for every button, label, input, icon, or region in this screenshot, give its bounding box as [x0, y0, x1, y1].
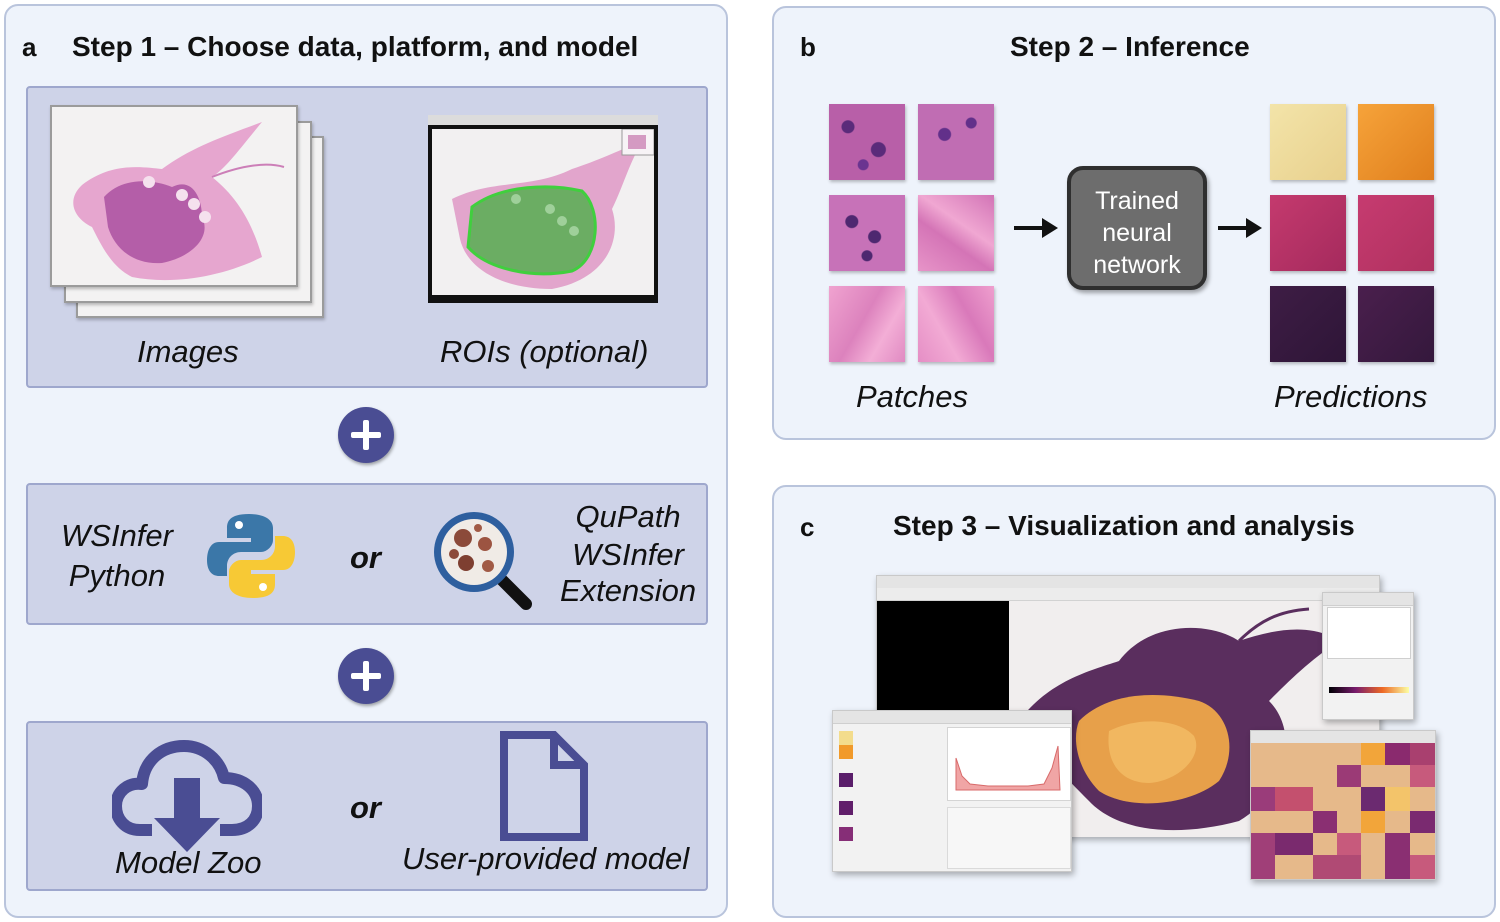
- input-patch: [918, 195, 994, 271]
- viewer-toolbar: [877, 588, 1379, 601]
- thumbnail-swatch: [839, 731, 853, 745]
- prediction-patch: [1270, 195, 1346, 271]
- input-patch: [918, 286, 994, 362]
- model-zoo-label: Model Zoo: [115, 845, 262, 880]
- arrow-to-network: [1014, 218, 1058, 238]
- input-patch: [829, 195, 905, 271]
- model-subpanel: [26, 721, 708, 891]
- plus-icon-2: [338, 648, 394, 704]
- prediction-patch: [1270, 104, 1346, 180]
- prediction-patch: [1358, 286, 1434, 362]
- panel-a-letter: a: [22, 32, 37, 62]
- thumbnail-swatch: [839, 773, 853, 787]
- thumbnail-swatch: [839, 827, 853, 841]
- histogram-bars: [955, 745, 1061, 791]
- panel-c-title: Step 3 – Visualization and analysis: [893, 510, 1355, 541]
- input-patch: [829, 286, 905, 362]
- wsinfer-python-label: WSInfer Python: [61, 518, 173, 593]
- or-label-model: or: [350, 790, 381, 825]
- input-patch: [829, 104, 905, 180]
- roi-annotated-tissue: [452, 128, 655, 289]
- qupath-logo-icon: [434, 512, 532, 610]
- thumbnail-swatch: [839, 745, 853, 759]
- predictions-label: Predictions: [1274, 379, 1428, 414]
- roi-screenshot: [428, 115, 658, 303]
- panel-a-title: Step 1 – Choose data, platform, and mode…: [72, 31, 639, 62]
- prediction-tile-grid: [1251, 743, 1435, 879]
- trained-network-box: Trained neural network: [1067, 166, 1207, 290]
- panel-b-title: Step 2 – Inference: [1010, 31, 1250, 62]
- measurement-list: [1327, 607, 1411, 659]
- results-titlebar: [833, 711, 1071, 724]
- qupath-line-3: Extension: [560, 573, 697, 608]
- histogram-options: [947, 807, 1071, 869]
- panel-b-letter: b: [800, 32, 816, 62]
- panel-c-letter: c: [800, 512, 815, 542]
- colormap-bar: [1329, 687, 1409, 693]
- thumbnail-swatch: [839, 801, 853, 815]
- results-table-window: [832, 710, 1072, 872]
- tile-map-window: [1250, 730, 1436, 880]
- prediction-patch: [1358, 104, 1434, 180]
- document-icon: [500, 731, 588, 841]
- qupath-line-1: QuPath: [575, 499, 681, 534]
- cloud-download-icon: [112, 740, 262, 852]
- or-label-platform: or: [350, 540, 381, 575]
- python-logo-icon: [207, 514, 295, 598]
- user-model-label: User-provided model: [402, 841, 690, 876]
- histogram-pane: [947, 727, 1071, 801]
- prediction-patch: [1358, 195, 1434, 271]
- patches-label: Patches: [856, 379, 969, 414]
- platform-subpanel: [26, 483, 708, 625]
- plus-icon-1: [338, 407, 394, 463]
- images-label: Images: [137, 334, 239, 369]
- arrow-to-predictions: [1218, 218, 1262, 238]
- tissue-slide-image: [73, 122, 285, 281]
- measurement-map-window: [1322, 592, 1414, 720]
- qupath-line-2: WSInfer: [572, 537, 684, 572]
- measurement-map-titlebar: [1323, 593, 1413, 606]
- slide-image-front: [50, 105, 298, 287]
- prediction-patch: [1270, 286, 1346, 362]
- rois-label: ROIs (optional): [440, 334, 649, 369]
- input-patch: [918, 104, 994, 180]
